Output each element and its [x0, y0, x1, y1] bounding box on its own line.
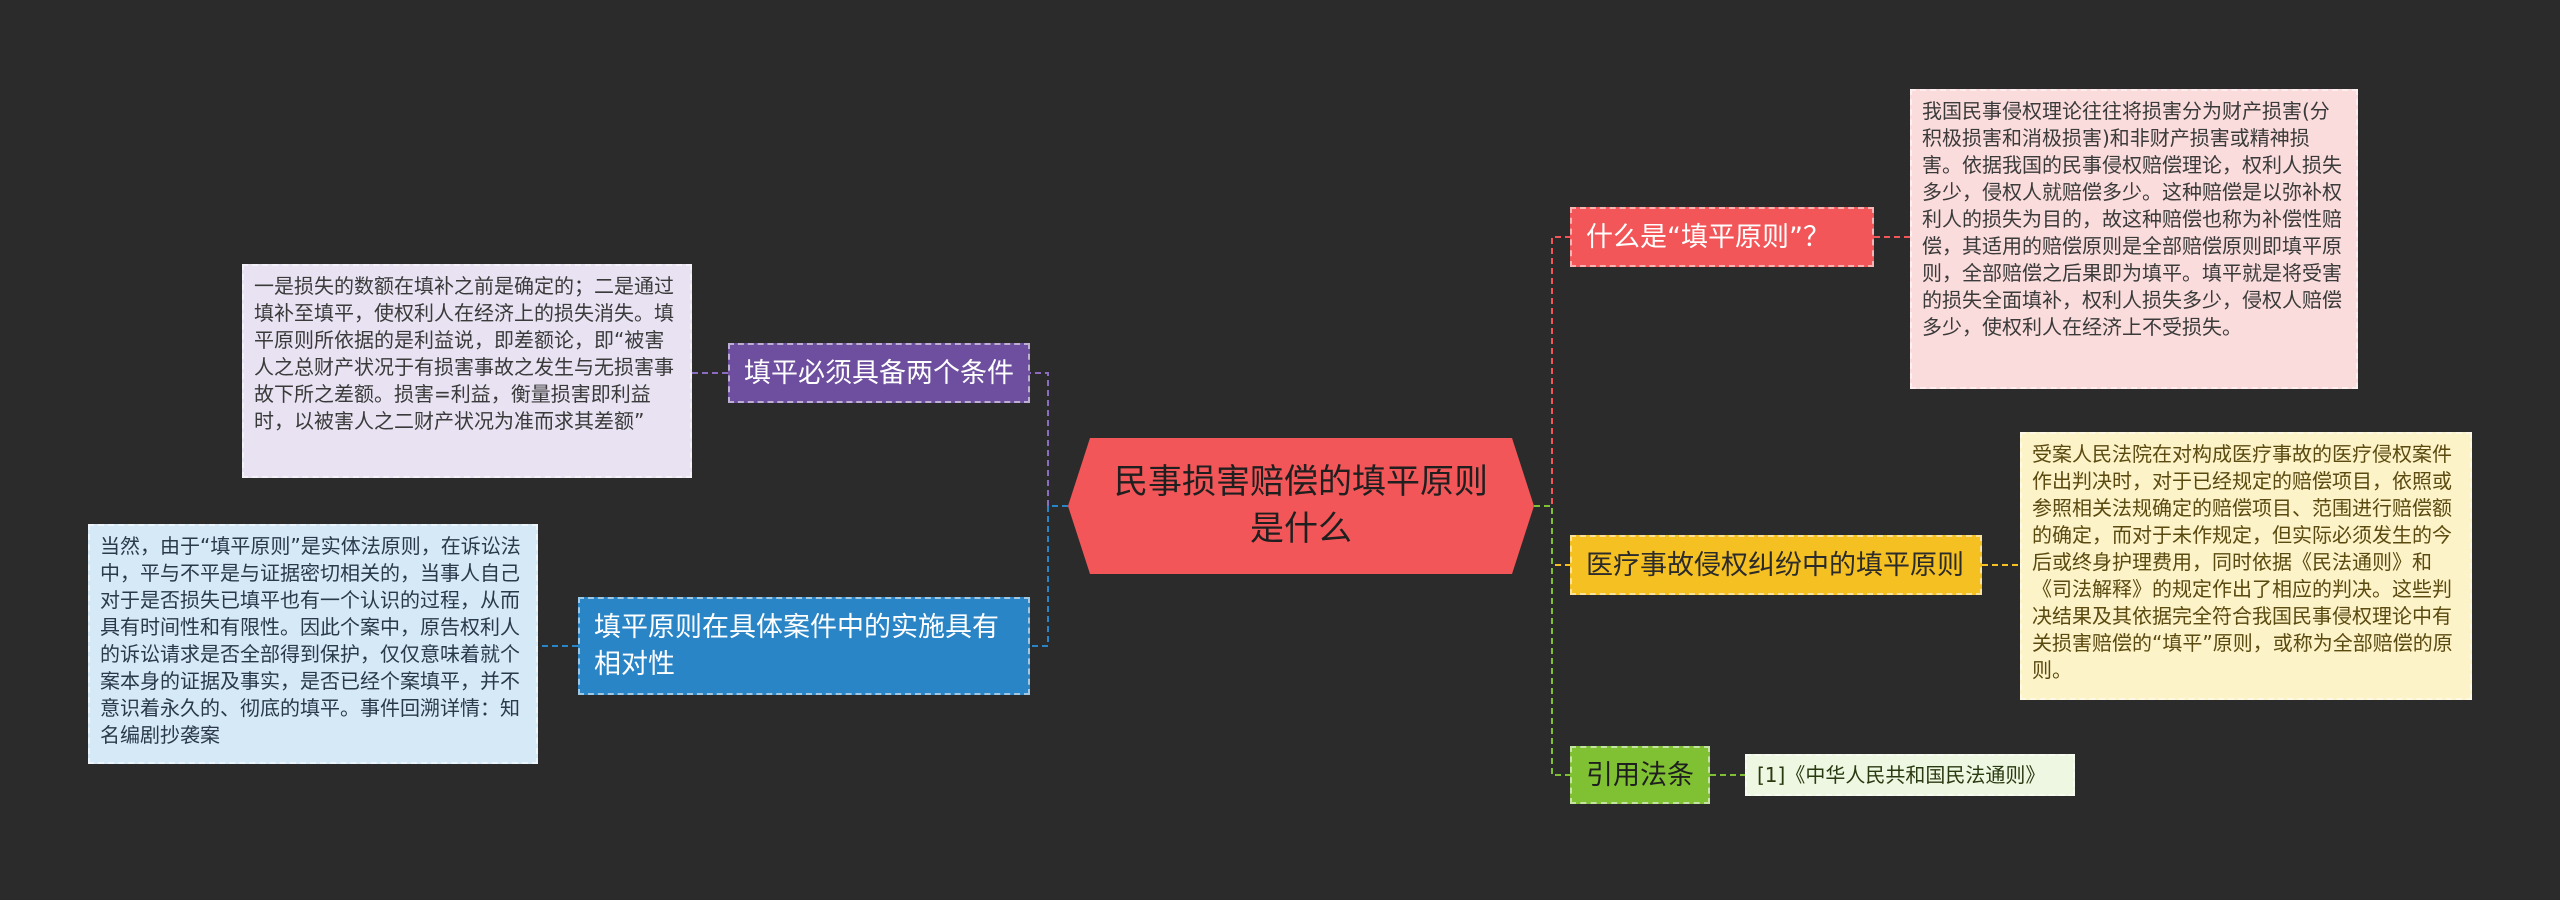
branch-what-is-principle[interactable]: 什么是“填平原则”？ [1570, 207, 1874, 267]
branch-relativity[interactable]: 填平原则在具体案件中的实施具有相对性 [578, 597, 1030, 695]
leaf-relativity[interactable]: 当然，由于“填平原则”是实体法原则，在诉讼法中，平与不平是与证据密切相关的，当事… [88, 524, 538, 764]
branch-label: 填平原则在具体案件中的实施具有相对性 [594, 612, 999, 680]
leaf-text: 我国民事侵权理论往往将损害分为财产损害(分积极损害和消极损害)和非财产损害或精神… [1922, 99, 2342, 339]
connector-what [1534, 236, 1570, 507]
leaf-text: 当然，由于“填平原则”是实体法原则，在诉讼法中，平与不平是与证据密切相关的，当事… [100, 534, 521, 747]
branch-label: 医疗事故侵权纠纷中的填平原则 [1586, 549, 1964, 581]
branch-two-conditions[interactable]: 填平必须具备两个条件 [728, 343, 1030, 403]
central-topic[interactable]: 民事损害赔偿的填平原则是什么 [1068, 438, 1534, 574]
branch-cited-law[interactable]: 引用法条 [1570, 746, 1710, 804]
connector-medical [1534, 505, 1570, 566]
connector-conditions [1030, 372, 1068, 507]
leaf-text: 一是损失的数额在填补之前是确定的；二是通过填补至填平，使权利人在经济上的损失消失… [254, 274, 674, 433]
branch-label: 什么是“填平原则”？ [1586, 221, 1830, 253]
leaf-medical-dispute[interactable]: 受案人民法院在对构成医疗事故的医疗侵权案件作出判决时，对于已经规定的赔偿项目，依… [2020, 432, 2472, 700]
leaf-text: 受案人民法院在对构成医疗事故的医疗侵权案件作出判决时，对于已经规定的赔偿项目，依… [2032, 442, 2453, 682]
branch-label: 引用法条 [1586, 759, 1694, 791]
connector-relativity [1030, 505, 1068, 647]
central-topic-label: 民事损害赔偿的填平原则是什么 [1114, 462, 1488, 549]
branch-label: 填平必须具备两个条件 [744, 357, 1014, 389]
connector-law [1534, 505, 1570, 776]
leaf-cited-law[interactable]: [1]《中华人民共和国民法通则》 [1745, 754, 2075, 796]
leaf-two-conditions[interactable]: 一是损失的数额在填补之前是确定的；二是通过填补至填平，使权利人在经济上的损失消失… [242, 264, 692, 478]
branch-medical-dispute[interactable]: 医疗事故侵权纠纷中的填平原则 [1570, 535, 1982, 595]
leaf-text: [1]《中华人民共和国民法通则》 [1757, 762, 2046, 787]
leaf-what-is-principle[interactable]: 我国民事侵权理论往往将损害分为财产损害(分积极损害和消极损害)和非财产损害或精神… [1910, 89, 2358, 389]
